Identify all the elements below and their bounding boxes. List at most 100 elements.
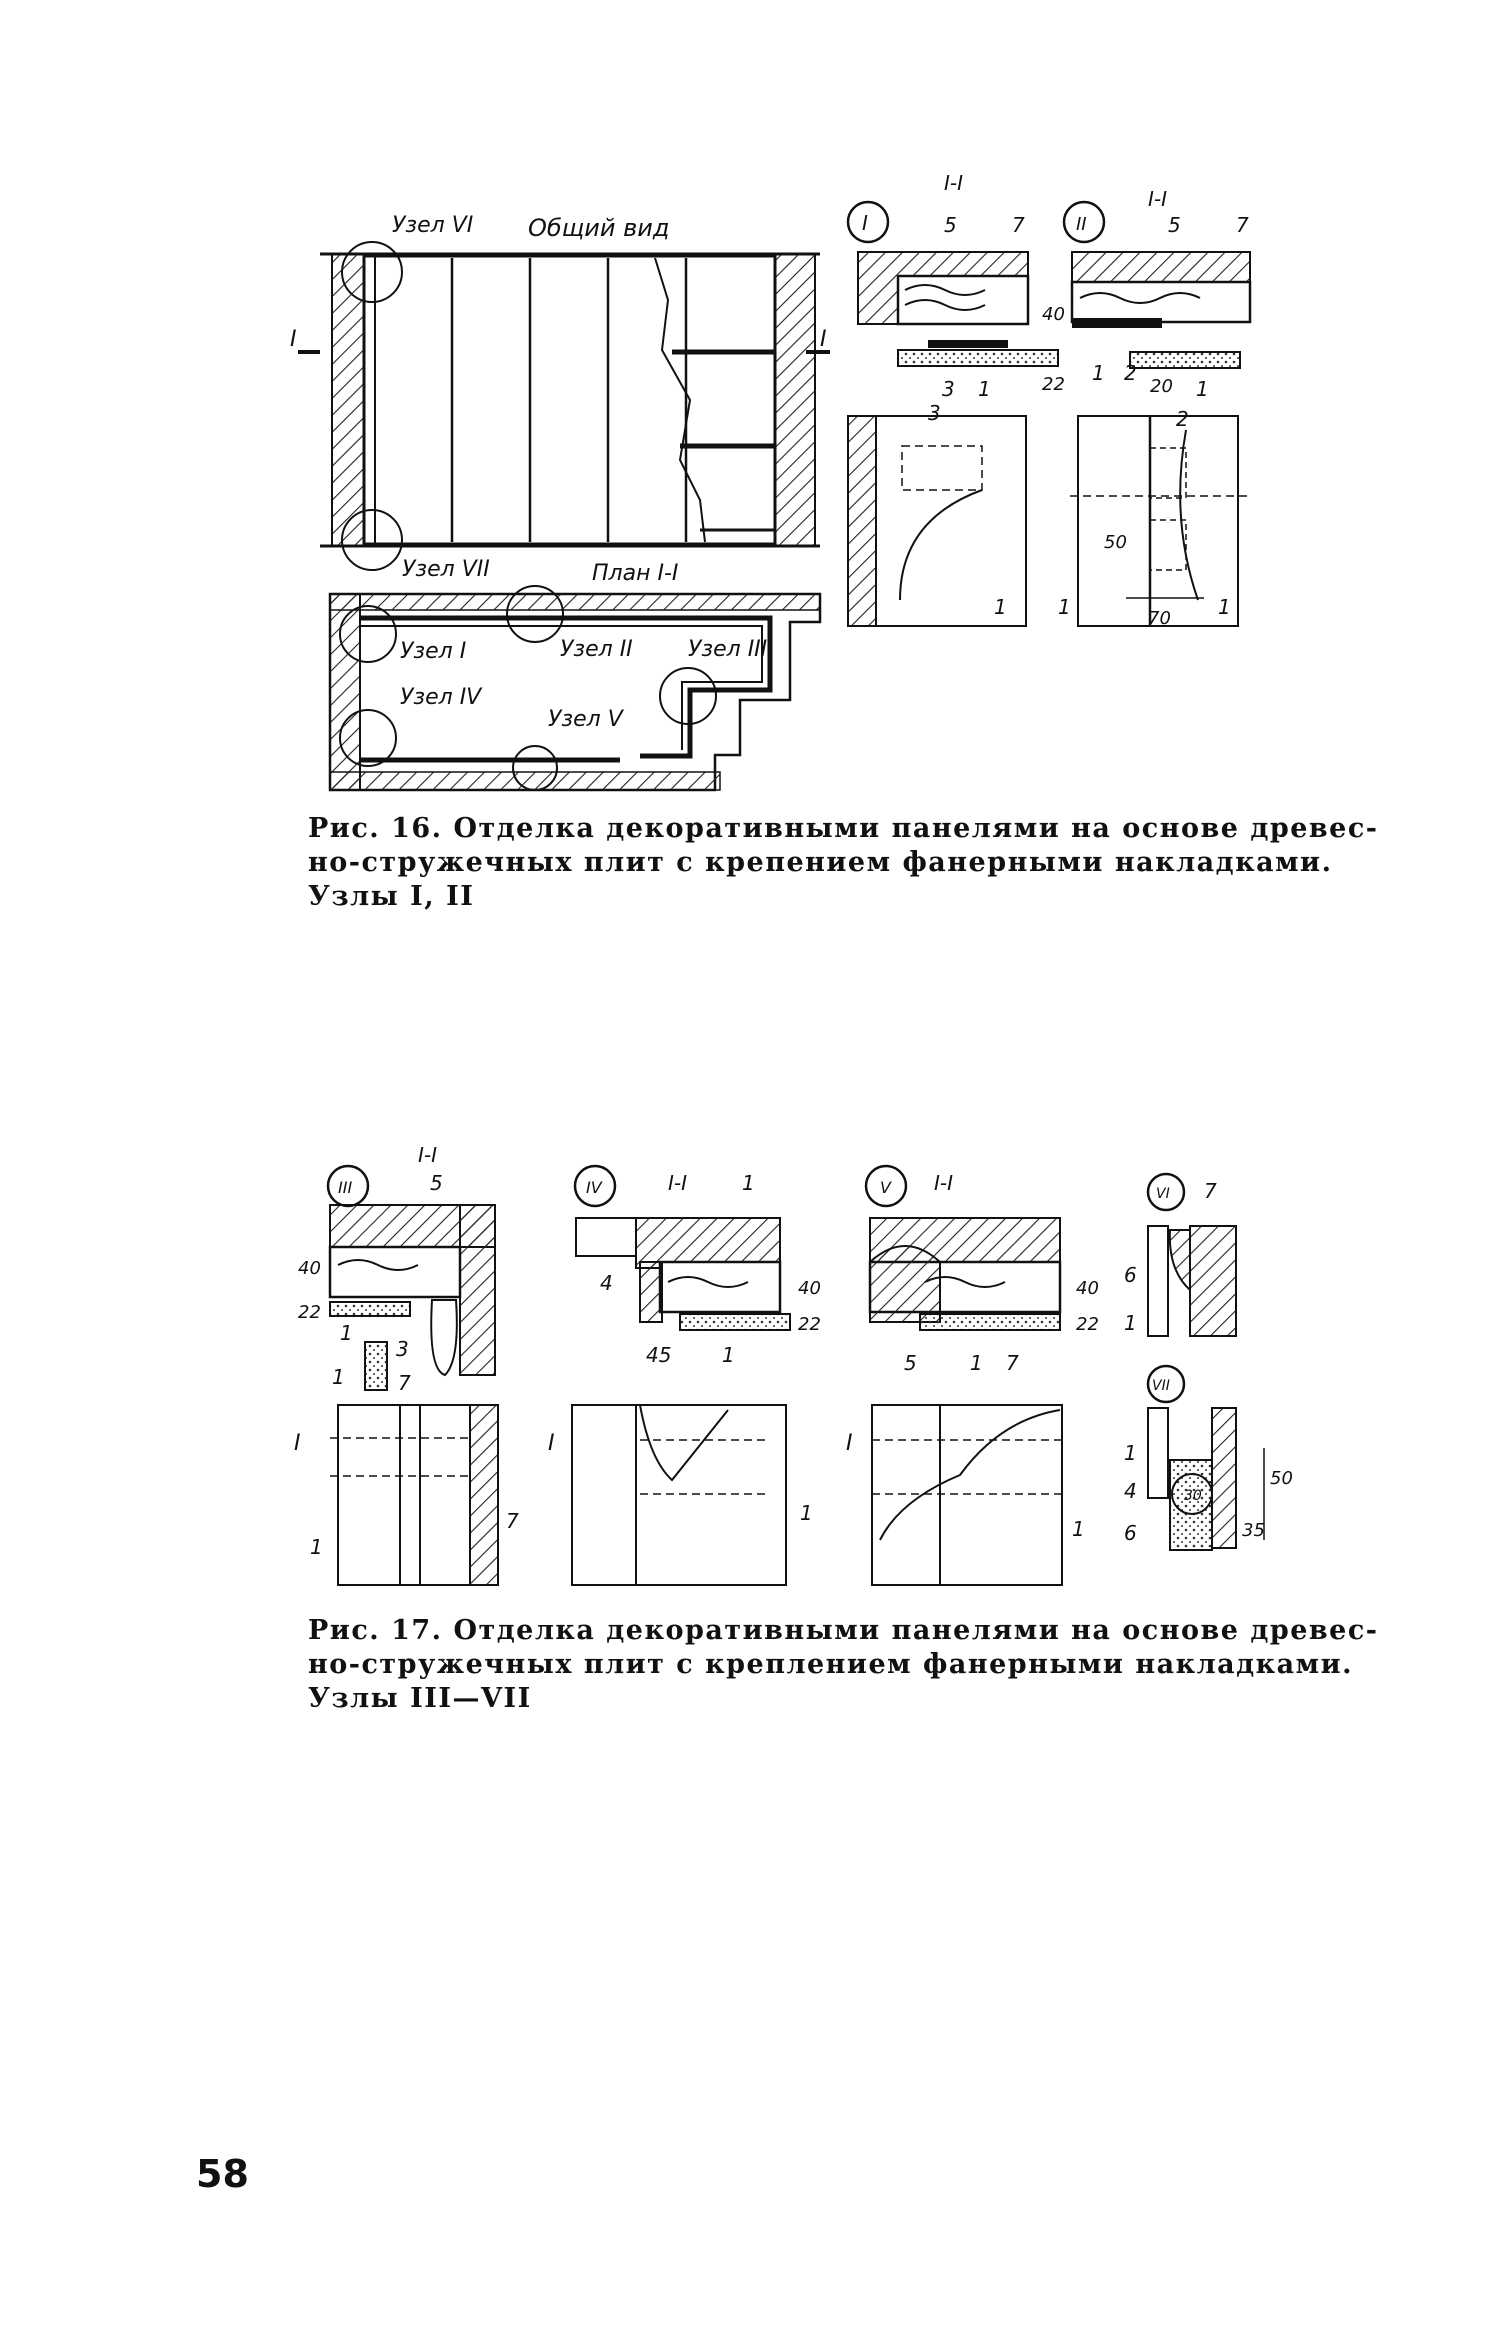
dim-iii-40: 40 xyxy=(298,1258,321,1279)
callout-iii-1c: 1 xyxy=(310,1535,323,1559)
dim-vii-50: 50 xyxy=(1270,1468,1293,1489)
label-section-iii: I-I xyxy=(418,1143,437,1167)
detail-v-elevation xyxy=(871,1404,1063,1586)
callout-d1-3: 3 xyxy=(942,377,955,401)
label-section-iv: I-I xyxy=(668,1171,687,1195)
caption-line: Рис. 16. Отделка декоративными панелями … xyxy=(308,813,1379,844)
callout-iv-4: 4 xyxy=(600,1271,613,1295)
callout-v-5: 5 xyxy=(904,1351,917,1375)
detail-i-elevation xyxy=(847,415,1027,627)
detail-markers xyxy=(326,200,1186,1404)
label-detail-v: V xyxy=(880,1178,892,1197)
dim-iv-40: 40 xyxy=(798,1278,821,1299)
label-plan: План I-I xyxy=(592,561,678,586)
callout-d3-1: 1 xyxy=(994,595,1007,619)
dim-vii-35: 35 xyxy=(1242,1520,1265,1541)
callout-iii-7a: 7 xyxy=(398,1371,411,1395)
label-node-v: Узел V xyxy=(548,707,625,732)
dim-d4-70: 70 xyxy=(1148,608,1171,629)
label-node-vi: Узел VI xyxy=(392,213,473,238)
dim-iv-22: 22 xyxy=(798,1314,821,1335)
dim-vii-30: 30 xyxy=(1184,1488,1202,1504)
label-detail-iv: IV xyxy=(586,1178,603,1197)
detail-i-section xyxy=(857,251,1059,367)
label-cut-iv: I xyxy=(548,1431,555,1456)
caption-line: Рис. 17. Отделка декоративными панелями … xyxy=(308,1615,1379,1646)
detail-ii-section xyxy=(1070,251,1252,369)
label-detail-vii: VII xyxy=(1152,1378,1170,1394)
dim-d1-40: 40 xyxy=(1042,304,1065,325)
label-section-d2: I-I xyxy=(1148,187,1167,211)
detail-iii-elevation xyxy=(330,1404,499,1586)
detail-vii-section xyxy=(1147,1407,1265,1551)
callout-vii-4: 4 xyxy=(1124,1479,1137,1503)
callout-iv-1a: 1 xyxy=(742,1171,755,1195)
dim-v-22: 22 xyxy=(1076,1314,1099,1335)
label-detail-ii: II xyxy=(1076,214,1087,235)
detail-iv-elevation xyxy=(571,1404,787,1586)
label-node-vii: Узел VII xyxy=(402,557,490,582)
caption-line: но-стружечных плит с креплением фанерным… xyxy=(308,1649,1354,1680)
callout-d2-5: 5 xyxy=(1168,213,1181,237)
dim-v-40: 40 xyxy=(1076,1278,1099,1299)
callout-vi-6: 6 xyxy=(1124,1263,1137,1287)
callout-vi-7: 7 xyxy=(1204,1179,1217,1203)
label-cut-right: I xyxy=(820,327,827,352)
detail-ii-elevation xyxy=(1070,415,1250,627)
caption-line: Узлы III—VII xyxy=(308,1683,532,1714)
label-section-d1: I-I xyxy=(944,171,963,195)
callout-d2-1a: 1 xyxy=(1092,361,1105,385)
label-general-view: Общий вид xyxy=(528,214,669,242)
callout-d4-1a: 1 xyxy=(1058,595,1071,619)
detail-iii-section xyxy=(328,1204,496,1391)
callout-d2-1b: 1 xyxy=(1196,377,1209,401)
dim-iii-22: 22 xyxy=(298,1302,321,1323)
figure16-labels: Узел VI Общий вид Узел VII План I-I Узел… xyxy=(290,171,1249,732)
callout-d1-1: 1 xyxy=(978,377,991,401)
label-cut-iii: I xyxy=(294,1431,301,1456)
dim-iv-45: 45 xyxy=(646,1343,671,1367)
callout-vii-1: 1 xyxy=(1124,1441,1137,1465)
callout-vii-6: 6 xyxy=(1124,1521,1137,1545)
label-node-ii: Узел II xyxy=(560,637,633,662)
dim-d4-50: 50 xyxy=(1104,532,1127,553)
callout-d4-2: 2 xyxy=(1176,407,1189,431)
label-node-iv: Узел IV xyxy=(400,685,483,710)
label-cut-left: I xyxy=(290,327,297,352)
dim-d2-20: 20 xyxy=(1150,376,1173,397)
figure17-labels: III IV V VI VII I-I I-I I-I I I I 5 40 2… xyxy=(294,1143,1293,1559)
figure17-caption: Рис. 17. Отделка декоративными панелями … xyxy=(308,1614,1379,1716)
callout-iii-1a: 1 xyxy=(340,1321,353,1345)
label-node-i: Узел I xyxy=(400,639,466,664)
callout-d2-2: 2 xyxy=(1124,361,1137,385)
callout-v-1a: 1 xyxy=(970,1351,983,1375)
callout-vi-1: 1 xyxy=(1124,1311,1137,1335)
callout-d1-7: 7 xyxy=(1012,213,1025,237)
callout-d3-3: 3 xyxy=(928,401,941,425)
detail-v-section xyxy=(868,1217,1062,1331)
caption-line: Узлы I, II xyxy=(308,881,475,912)
callout-iii-5: 5 xyxy=(430,1171,443,1195)
callout-iv-1c: 1 xyxy=(800,1501,813,1525)
callout-d4-1b: 1 xyxy=(1218,595,1231,619)
dim-d1-22: 22 xyxy=(1042,374,1065,395)
general-view-elevation xyxy=(298,241,830,571)
callout-iii-3: 3 xyxy=(396,1337,409,1361)
callout-v-7: 7 xyxy=(1006,1351,1019,1375)
label-cut-v: I xyxy=(846,1431,853,1456)
page-number: 58 xyxy=(196,2152,249,2196)
label-detail-iii: III xyxy=(338,1178,352,1197)
callout-iii-1b: 1 xyxy=(332,1365,345,1389)
plan-section xyxy=(328,585,822,792)
callout-iii-7b: 7 xyxy=(506,1509,519,1533)
label-detail-i: I xyxy=(862,211,868,235)
callout-d1-5: 5 xyxy=(944,213,957,237)
callout-v-1b: 1 xyxy=(1072,1517,1085,1541)
label-node-iii: Узел III xyxy=(688,637,767,662)
detail-vi-section xyxy=(1147,1225,1237,1337)
callout-d2-7: 7 xyxy=(1236,213,1249,237)
callout-iv-1b: 1 xyxy=(722,1343,735,1367)
label-detail-vi: VI xyxy=(1156,1186,1170,1202)
